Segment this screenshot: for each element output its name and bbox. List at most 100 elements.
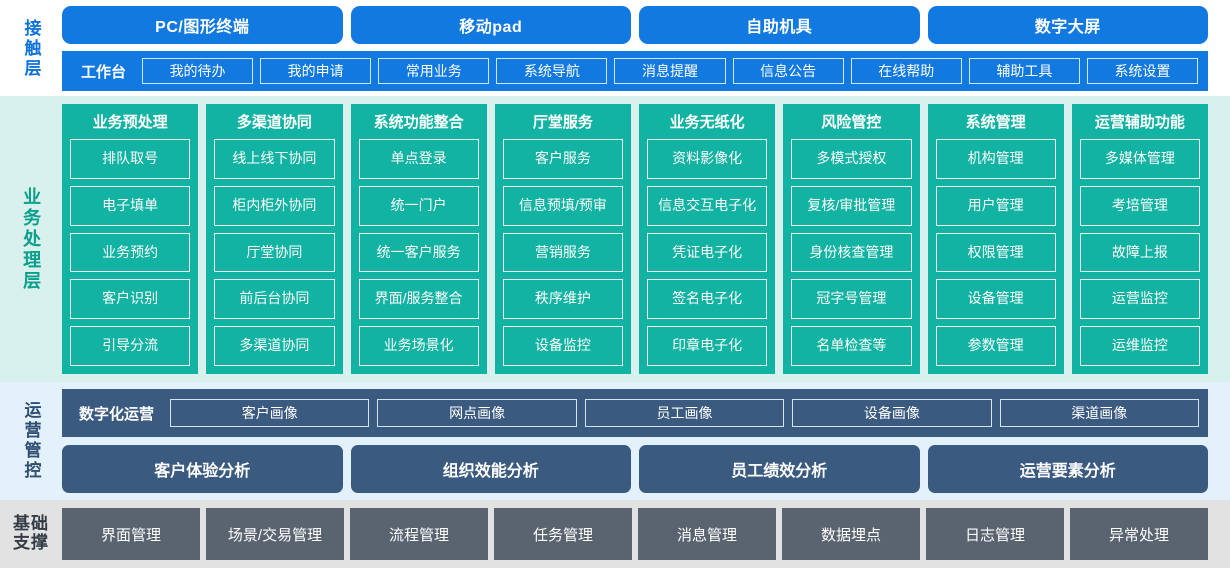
business-item[interactable]: 故障上报: [1079, 232, 1200, 273]
layer-operations-body: 数字化运营 客户画像 网点画像 员工画像 设备画像 渠道画像 客户体验分析 组织…: [62, 382, 1230, 500]
workbench-item-my-application[interactable]: 我的申请: [260, 58, 372, 84]
business-item[interactable]: 单点登录: [358, 139, 479, 179]
layer-business-body: 业务预处理 排队取号 电子填单 业务预约 客户识别 引导分流 多渠道协同 线上线…: [62, 96, 1230, 382]
business-item[interactable]: 前后台协同: [214, 279, 335, 320]
business-item[interactable]: 多模式授权: [791, 139, 912, 179]
column-title: 风险管控: [821, 114, 882, 131]
foundation-item-exception-handling[interactable]: 异常处理: [1070, 508, 1208, 560]
workbench-item-announcement[interactable]: 信息公告: [732, 58, 844, 84]
business-item[interactable]: 设备管理: [935, 279, 1056, 320]
workbench-item-aux-tools[interactable]: 辅助工具: [968, 58, 1080, 84]
portrait-item-device[interactable]: 设备画像: [792, 399, 992, 427]
business-item[interactable]: 厅堂协同: [214, 232, 335, 273]
business-item[interactable]: 秩序维护: [502, 279, 623, 320]
business-item[interactable]: 界面/服务整合: [358, 279, 479, 320]
column-item-list: 资料影像化 信息交互电子化 凭证电子化 签名电子化 印章电子化: [647, 139, 768, 366]
business-item[interactable]: 客户识别: [70, 279, 191, 320]
portrait-item-branch[interactable]: 网点画像: [377, 399, 577, 427]
business-item[interactable]: 信息预填/预审: [502, 185, 623, 226]
business-item[interactable]: 身份核查管理: [791, 232, 912, 273]
business-item[interactable]: 多渠道协同: [214, 326, 335, 366]
business-item[interactable]: 统一客户服务: [358, 232, 479, 273]
column-item-list: 单点登录 统一门户 统一客户服务 界面/服务整合 业务场景化: [358, 139, 479, 366]
layer-business: 业务处理层 业务预处理 排队取号 电子填单 业务预约 客户识别 引导分流 多渠道…: [0, 96, 1230, 382]
business-item[interactable]: 印章电子化: [647, 326, 768, 366]
layer-contact-body: PC/图形终端 移动pad 自助机具 数字大屏 工作台 我的待办 我的申请 常用…: [62, 6, 1230, 92]
business-item[interactable]: 电子填单: [70, 185, 191, 226]
analysis-card-list: 客户体验分析 组织效能分析 员工绩效分析 运营要素分析: [62, 445, 1208, 493]
foundation-item-ui-management[interactable]: 界面管理: [62, 508, 200, 560]
column-item-list: 客户服务 信息预填/预审 营销服务 秩序维护 设备监控: [502, 139, 623, 366]
layer-foundation: 基础 支撑 界面管理 场景/交易管理 流程管理 任务管理 消息管理 数据埋点 日…: [0, 500, 1230, 568]
channel-item-mobile-pad[interactable]: 移动pad: [350, 6, 631, 44]
column-item-list: 多模式授权 复核/审批管理 身份核查管理 冠字号管理 名单检查等: [791, 139, 912, 366]
channel-item-pc[interactable]: PC/图形终端: [62, 6, 343, 44]
channel-item-digital-screen[interactable]: 数字大屏: [927, 6, 1208, 44]
workbench-item-common-business[interactable]: 常用业务: [378, 58, 490, 84]
portrait-item-customer[interactable]: 客户画像: [170, 399, 370, 427]
column-item-list: 机构管理 用户管理 权限管理 设备管理 参数管理: [935, 139, 1056, 366]
business-item[interactable]: 冠字号管理: [791, 279, 912, 320]
business-item[interactable]: 信息交互电子化: [647, 185, 768, 226]
business-item[interactable]: 统一门户: [358, 185, 479, 226]
business-column-multichannel: 多渠道协同 线上线下协同 柜内柜外协同 厅堂协同 前后台协同 多渠道协同: [206, 104, 343, 374]
business-item[interactable]: 客户服务: [502, 139, 623, 179]
foundation-item-data-tracking[interactable]: 数据埋点: [782, 508, 920, 560]
business-item[interactable]: 引导分流: [70, 326, 191, 366]
business-item[interactable]: 机构管理: [935, 139, 1056, 179]
business-item[interactable]: 运营监控: [1079, 279, 1200, 320]
portrait-item-employee[interactable]: 员工画像: [584, 399, 785, 427]
business-item[interactable]: 营销服务: [502, 232, 623, 273]
foundation-item-process-management[interactable]: 流程管理: [350, 508, 488, 560]
business-item[interactable]: 业务场景化: [358, 326, 479, 366]
foundation-item-scenario-transaction[interactable]: 场景/交易管理: [206, 508, 344, 560]
workbench-item-system-settings[interactable]: 系统设置: [1086, 58, 1198, 84]
column-item-list: 多媒体管理 考培管理 故障上报 运营监控 运维监控: [1079, 139, 1200, 366]
workbench-item-message-alert[interactable]: 消息提醒: [614, 58, 726, 84]
column-title: 业务无纸化: [669, 114, 745, 131]
foundation-item-log-management[interactable]: 日志管理: [926, 508, 1064, 560]
workbench-item-online-help[interactable]: 在线帮助: [850, 58, 962, 84]
business-item[interactable]: 复核/审批管理: [791, 185, 912, 226]
layer-foundation-label: 基础 支撑: [0, 500, 62, 568]
workbench-bar: 工作台 我的待办 我的申请 常用业务 系统导航 消息提醒 信息公告 在线帮助 辅…: [62, 51, 1208, 91]
column-title: 厅堂服务: [532, 114, 593, 131]
portrait-item-channel[interactable]: 渠道画像: [999, 399, 1199, 427]
foundation-item-message-management[interactable]: 消息管理: [638, 508, 776, 560]
layer-foundation-label-line2: 支撑: [13, 533, 49, 552]
workbench-item-my-todo[interactable]: 我的待办: [142, 58, 254, 84]
analysis-card-operation-elements[interactable]: 运营要素分析: [927, 445, 1208, 493]
business-column-paperless: 业务无纸化 资料影像化 信息交互电子化 凭证电子化 签名电子化 印章电子化: [639, 104, 776, 374]
business-item[interactable]: 设备监控: [502, 326, 623, 366]
business-item[interactable]: 业务预约: [70, 232, 191, 273]
workbench-title: 工作台: [81, 63, 127, 81]
column-title: 运营辅助功能: [1094, 114, 1185, 131]
digital-operations-bar: 数字化运营 客户画像 网点画像 员工画像 设备画像 渠道画像: [62, 389, 1208, 437]
analysis-card-organization-efficiency[interactable]: 组织效能分析: [350, 445, 631, 493]
business-column-risk-control: 风险管控 多模式授权 复核/审批管理 身份核查管理 冠字号管理 名单检查等: [783, 104, 920, 374]
analysis-card-employee-performance[interactable]: 员工绩效分析: [639, 445, 920, 493]
layer-business-label-text: 业务处理层: [21, 186, 42, 292]
workbench-item-system-navigation[interactable]: 系统导航: [496, 58, 608, 84]
column-title: 系统管理: [965, 114, 1026, 131]
business-item[interactable]: 排队取号: [70, 139, 191, 179]
channel-item-self-service[interactable]: 自助机具: [639, 6, 920, 44]
business-item[interactable]: 考培管理: [1079, 185, 1200, 226]
business-item[interactable]: 权限管理: [935, 232, 1056, 273]
business-item[interactable]: 用户管理: [935, 185, 1056, 226]
analysis-card-customer-experience[interactable]: 客户体验分析: [62, 445, 343, 493]
foundation-item-task-management[interactable]: 任务管理: [494, 508, 632, 560]
business-item[interactable]: 凭证电子化: [647, 232, 768, 273]
business-item[interactable]: 柜内柜外协同: [214, 185, 335, 226]
foundation-item-list: 界面管理 场景/交易管理 流程管理 任务管理 消息管理 数据埋点 日志管理 异常…: [62, 500, 1230, 568]
business-item[interactable]: 参数管理: [935, 326, 1056, 366]
layer-business-label: 业务处理层: [0, 96, 62, 382]
business-item[interactable]: 线上线下协同: [214, 139, 335, 179]
business-item[interactable]: 签名电子化: [647, 279, 768, 320]
layer-contact-label-text: 接触层: [21, 19, 41, 79]
business-item[interactable]: 名单检查等: [791, 326, 912, 366]
business-item[interactable]: 资料影像化: [647, 139, 768, 179]
business-item[interactable]: 多媒体管理: [1079, 139, 1200, 179]
business-item[interactable]: 运维监控: [1079, 326, 1200, 366]
business-column-lobby-service: 厅堂服务 客户服务 信息预填/预审 营销服务 秩序维护 设备监控: [494, 104, 631, 374]
